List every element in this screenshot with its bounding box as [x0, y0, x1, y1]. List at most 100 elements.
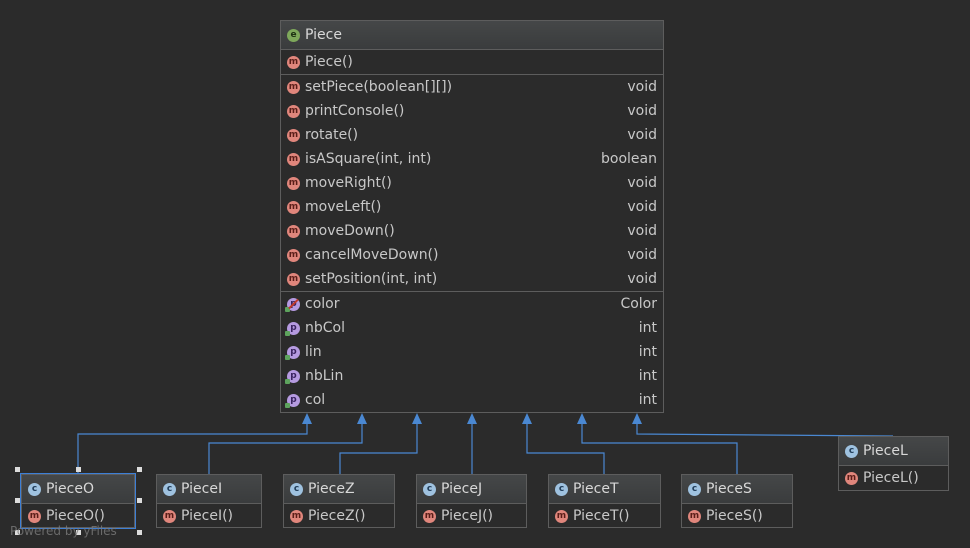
constructor-row[interactable]: m PieceL()	[839, 466, 948, 490]
class-piecez-header[interactable]: c PieceZ	[284, 475, 394, 504]
class-piecel-header[interactable]: c PieceL	[839, 437, 948, 466]
edge-piecel-to-piece	[636, 424, 894, 437]
method-name: moveRight()	[305, 175, 392, 191]
class-pieceo-header[interactable]: c PieceO	[22, 475, 134, 504]
method-name: setPosition(int, int)	[305, 271, 438, 287]
method-name: moveLeft()	[305, 199, 382, 215]
watermark: Powered by yFiles	[10, 524, 117, 538]
class-piecet-header[interactable]: c PieceT	[549, 475, 660, 504]
class-pieces[interactable]: c PieceS m PieceS()	[681, 474, 793, 528]
class-pieceo[interactable]: c PieceO m PieceO()	[20, 473, 136, 529]
edge-piecet-to-piece	[526, 424, 605, 474]
field-icon: p	[285, 369, 300, 384]
constructor-row[interactable]: m PieceZ()	[284, 504, 394, 528]
class-piecej-header[interactable]: c PieceJ	[417, 475, 526, 504]
constructor-name: PieceO()	[46, 508, 105, 524]
constructor-row[interactable]: m PieceO()	[22, 504, 134, 528]
class-icon: c	[290, 482, 303, 496]
selection-handle[interactable]	[137, 498, 142, 503]
class-icon: c	[688, 482, 701, 496]
constructor-row[interactable]: m Piece()	[281, 50, 663, 74]
method-icon: m	[28, 509, 41, 523]
class-piece-title: Piece	[305, 27, 342, 43]
constructor-row[interactable]: m PieceS()	[682, 504, 792, 528]
selection-handle[interactable]	[15, 498, 20, 503]
selection-handle[interactable]	[137, 530, 142, 535]
class-piecei-title: PieceI	[181, 481, 223, 497]
class-piecet[interactable]: c PieceT m PieceT()	[548, 474, 661, 528]
class-piecei-header[interactable]: c PieceI	[157, 475, 261, 504]
class-piecei[interactable]: c PieceI m PieceI()	[156, 474, 262, 528]
enum-icon: e	[287, 28, 300, 42]
method-name: rotate()	[305, 127, 359, 143]
constructor-name: PieceL()	[863, 470, 919, 486]
method-name: isASquare(int, int)	[305, 151, 432, 167]
constructor-row[interactable]: m PieceJ()	[417, 504, 526, 528]
arrowhead-pieceo	[302, 413, 312, 424]
field-icon: p	[285, 345, 300, 360]
fields-section: pcolorColorpnbColintplinintpnbLinintpcol…	[281, 292, 663, 412]
selection-handle[interactable]	[137, 467, 142, 472]
constructor-name: PieceI()	[181, 508, 234, 524]
edge-pieceo-to-piece	[77, 424, 308, 474]
constructor-row[interactable]: m PieceT()	[549, 504, 660, 528]
method-type: boolean	[601, 151, 657, 167]
field-row[interactable]: pcolorColor	[281, 292, 663, 316]
method-icon: m	[287, 224, 300, 238]
constructor-name: Piece()	[305, 54, 353, 70]
method-icon: m	[287, 104, 300, 118]
class-piecez-title: PieceZ	[308, 481, 355, 497]
class-piecel[interactable]: c PieceL m PieceL()	[838, 436, 949, 491]
method-icon: m	[287, 176, 300, 190]
method-icon: m	[423, 509, 436, 523]
field-name: nbCol	[305, 320, 345, 336]
arrowhead-piecet	[522, 413, 532, 424]
edge-piecez-to-piece	[339, 424, 418, 474]
method-icon: m	[555, 509, 568, 523]
selection-handle[interactable]	[76, 530, 81, 535]
constructor-row[interactable]: m PieceI()	[157, 504, 261, 528]
method-icon: m	[287, 200, 300, 214]
constructor-name: PieceT()	[573, 508, 630, 524]
class-piecez[interactable]: c PieceZ m PieceZ()	[283, 474, 395, 528]
selection-handle[interactable]	[15, 467, 20, 472]
field-type: int	[638, 392, 657, 408]
class-icon: c	[845, 444, 858, 458]
class-pieces-title: PieceS	[706, 481, 752, 497]
field-icon: p	[285, 297, 300, 312]
arrowhead-piecej	[467, 413, 477, 424]
method-icon: m	[287, 128, 300, 142]
arrowhead-piecez	[412, 413, 422, 424]
method-name: printConsole()	[305, 103, 405, 119]
constructor-name: PieceJ()	[441, 508, 494, 524]
class-pieces-header[interactable]: c PieceS	[682, 475, 792, 504]
class-piece-header[interactable]: e Piece	[281, 21, 663, 50]
field-icon: p	[285, 393, 300, 408]
selection-handle[interactable]	[15, 530, 20, 535]
field-icon: p	[285, 321, 300, 336]
method-type: void	[627, 223, 657, 239]
method-icon: m	[287, 80, 300, 94]
method-name: cancelMoveDown()	[305, 247, 439, 263]
field-name: col	[305, 392, 326, 408]
constructor-name: PieceS()	[706, 508, 763, 524]
selection-handle[interactable]	[76, 467, 81, 472]
method-type: void	[627, 79, 657, 95]
class-piecej[interactable]: c PieceJ m PieceJ()	[416, 474, 527, 528]
